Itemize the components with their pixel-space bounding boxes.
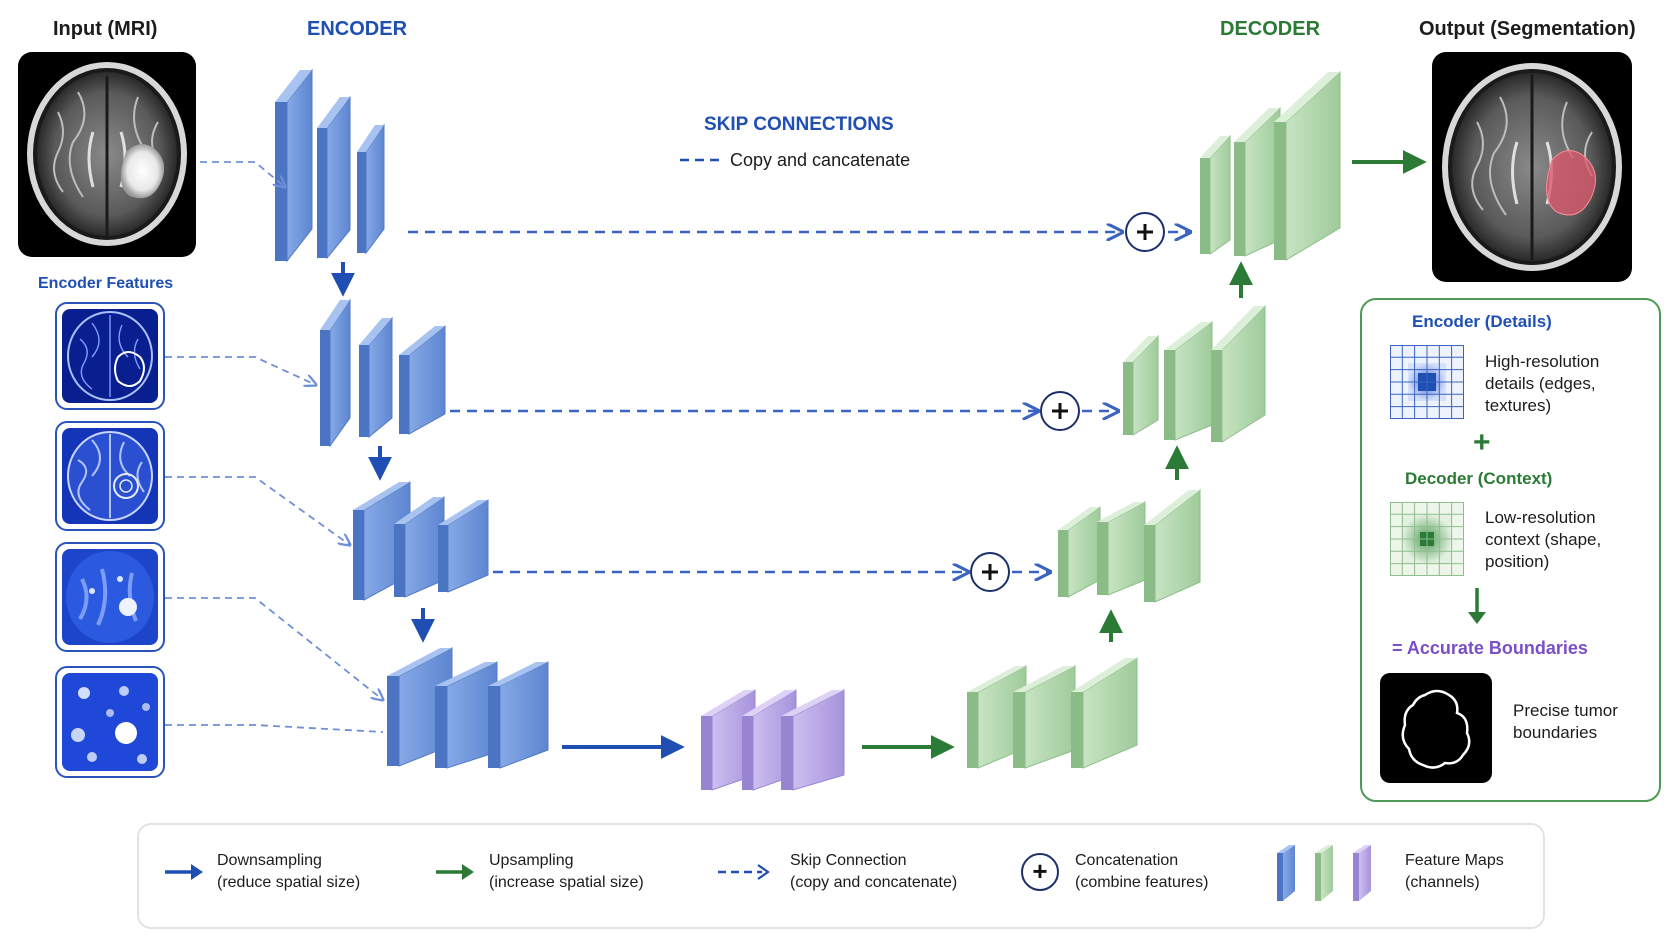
decoder-grid-icon	[1390, 502, 1464, 576]
output-header: Output (Segmentation)	[1419, 18, 1636, 40]
boundary-image	[1380, 673, 1492, 783]
legend-feature-maps: Feature Maps(channels)	[1405, 852, 1504, 891]
legend-skip-connection: Skip Connection(copy and concatenate)	[790, 852, 958, 891]
encoder-header: ENCODER	[307, 18, 408, 40]
panel-encoder-title: Encoder (Details)	[1412, 312, 1552, 331]
encoder-feature-map-3	[55, 542, 165, 652]
bottleneck-blocks	[701, 689, 845, 791]
panel-plus-sign: +	[1473, 426, 1491, 459]
legend-feature-maps-icon	[1277, 845, 1371, 901]
decoder-level4-blocks	[967, 657, 1138, 769]
panel-encoder-desc: High-resolution details (edges, textures…	[1485, 352, 1600, 415]
encoder-feature-map-2	[55, 421, 165, 531]
decoder-level1-blocks	[1200, 70, 1341, 261]
legend-up-arrow-icon	[436, 864, 474, 880]
encoder-feature-map-1	[55, 302, 165, 410]
info-panel	[1360, 298, 1661, 802]
skip-connections	[408, 232, 1190, 572]
skip-connections-title: SKIP CONNECTIONS	[704, 114, 894, 135]
input-mri-image	[18, 52, 196, 257]
encoder-level1-blocks	[275, 68, 385, 263]
encoder-grid-icon	[1390, 345, 1464, 419]
upsampling-arrows	[1099, 261, 1253, 642]
panel-decoder-desc: Low-resolution context (shape, position)	[1485, 508, 1602, 571]
legend-plus-circle-icon: +	[1021, 853, 1059, 891]
downsampling-arrows	[331, 262, 435, 643]
decoder-header: DECODER	[1220, 18, 1321, 40]
panel-decoder-title: Decoder (Context)	[1405, 469, 1553, 488]
input-connectors	[165, 161, 383, 733]
encoder-features-title: Encoder Features	[38, 275, 174, 292]
legend-concatenation: Concatenation(combine features)	[1075, 852, 1209, 891]
decoder-level3-blocks	[1058, 488, 1201, 603]
legend-downsampling: Downsampling(reduce spatial size)	[217, 852, 361, 891]
encoder-level4-blocks	[387, 647, 549, 769]
decoder-level2-blocks	[1123, 304, 1266, 443]
panel-down-arrow-icon	[1468, 588, 1486, 624]
input-header: Input (MRI)	[53, 18, 158, 40]
legend-down-arrow-icon	[165, 864, 203, 880]
encoder-level2-blocks	[320, 298, 446, 448]
encoder-feature-map-4	[55, 666, 165, 778]
output-segmentation-image	[1432, 52, 1632, 282]
panel-result-title: = Accurate Boundaries	[1392, 638, 1588, 658]
panel-result-desc: Precise tumor boundaries	[1513, 701, 1618, 742]
legend	[137, 823, 1545, 929]
encoder-level3-blocks	[353, 481, 489, 601]
legend-dashed-arrow-icon	[718, 864, 770, 880]
skip-connections-subtitle: Copy and cancatenate	[730, 150, 911, 170]
legend-upsampling: Upsampling(increase spatial size)	[489, 852, 644, 891]
